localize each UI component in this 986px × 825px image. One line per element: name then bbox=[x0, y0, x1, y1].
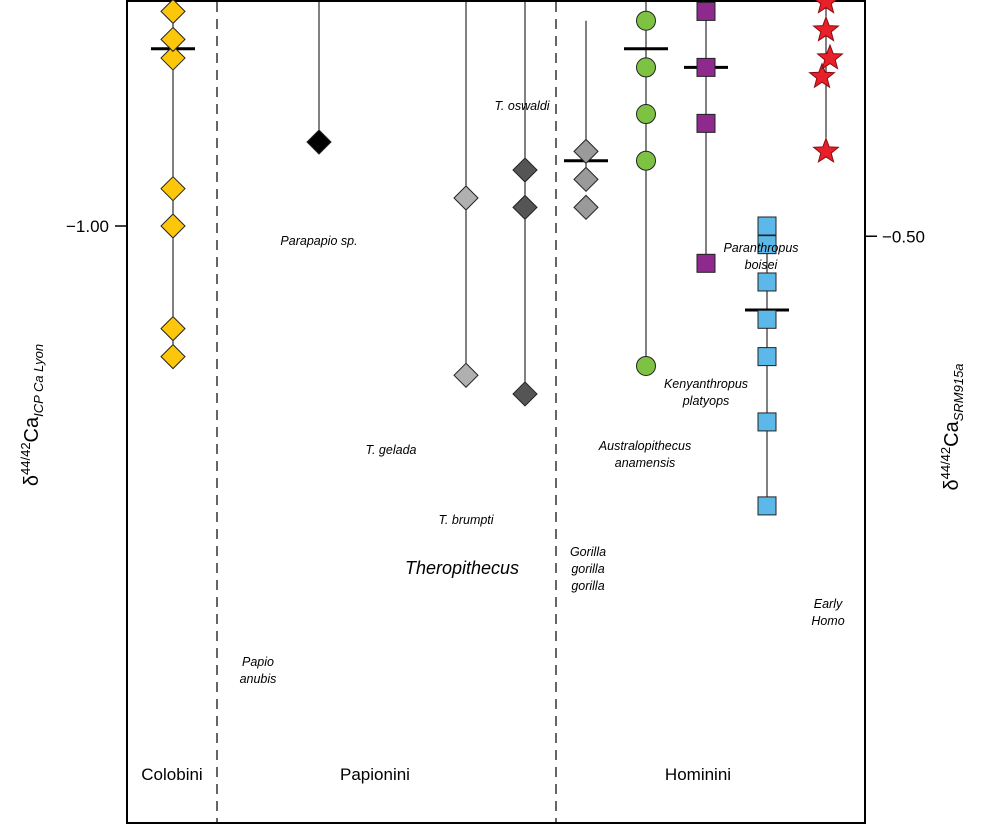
left-axis-title-ca: Ca bbox=[21, 416, 43, 442]
colobini-point bbox=[160, 315, 186, 342]
right-axis-title-sup: 44/42 bbox=[938, 447, 953, 480]
parapapio-sp--point bbox=[306, 129, 332, 155]
text-layer: −1.00−1.50−2.00−0.50−1.00−1.50δ44/42CaIC… bbox=[18, 99, 966, 784]
left-axis-title-delta: δ bbox=[21, 475, 43, 486]
group-label-colobini: Colobini bbox=[141, 765, 202, 784]
early-homo-point bbox=[808, 62, 836, 89]
taxon-label-line: Kenyanthropus bbox=[664, 377, 748, 391]
kenyanthropus-platyops-point bbox=[696, 253, 716, 273]
right-axis-title-sub: SRM915a bbox=[951, 363, 966, 421]
taxon-label-t-brumpti: T. brumpti bbox=[438, 513, 494, 527]
paranthropus-boisei-point bbox=[757, 347, 777, 367]
taxon-label-line: T. oswaldi bbox=[494, 99, 550, 113]
gorilla-gorilla-gorilla-point bbox=[573, 194, 599, 221]
taxon-label-gorilla-gorilla-gorilla: Gorilla gorilla gorilla bbox=[570, 545, 606, 593]
australopithecus-anamensis-point bbox=[636, 57, 656, 78]
taxon-label-t-oswaldi: T. oswaldi bbox=[494, 99, 550, 113]
colobini-point bbox=[160, 45, 186, 71]
kenyanthropus-platyops-point bbox=[696, 113, 716, 133]
left-axis-title-text: δ44/42CaICP Ca Lyon bbox=[18, 344, 46, 486]
t-brumpti-point bbox=[453, 185, 479, 211]
plot-frame bbox=[126, 0, 866, 824]
taxon-label-line: Australopithecus bbox=[598, 439, 691, 453]
group-label-papionini: Papionini bbox=[340, 765, 410, 784]
kenyanthropus-platyops-point bbox=[696, 57, 716, 77]
colobini-point bbox=[160, 0, 186, 25]
taxon-label-line: anamensis bbox=[615, 456, 675, 470]
taxon-label-line: Homo bbox=[811, 614, 844, 628]
right-tick-label: −0.50 bbox=[882, 227, 925, 246]
taxon-label-line: gorilla bbox=[571, 562, 604, 576]
taxon-label-line: Gorilla bbox=[570, 545, 606, 559]
australopithecus-anamensis-point bbox=[636, 355, 656, 376]
australopithecus-anamensis-point bbox=[636, 150, 656, 171]
gorilla-gorilla-gorilla-point bbox=[573, 166, 599, 193]
paranthropus-boisei-point bbox=[757, 496, 777, 516]
paranthropus-boisei-point bbox=[757, 272, 777, 292]
frame-layer bbox=[115, 0, 877, 824]
paranthropus-boisei-point bbox=[757, 309, 777, 329]
left-axis-title-sub: ICP Ca Lyon bbox=[31, 344, 46, 417]
left-tick-label: −1.00 bbox=[66, 217, 109, 236]
taxon-label-paranthropus-boisei: Paranthropus boisei bbox=[723, 241, 798, 272]
right-axis-title-text: δ44/42CaSRM915a bbox=[938, 363, 966, 490]
taxon-label-t-gelada: T. gelada bbox=[366, 443, 417, 457]
colobini-point bbox=[160, 26, 186, 53]
theropithecus-label: Theropithecus bbox=[405, 558, 519, 578]
taxon-label-line: Paranthropus bbox=[723, 241, 798, 255]
right-axis-title: δ44/42CaSRM915a bbox=[938, 363, 966, 490]
taxon-label-australopithecus-anamensis: Australopithecus anamensis bbox=[598, 439, 691, 470]
taxon-label-line: platyops bbox=[682, 394, 730, 408]
kenyanthropus-platyops-point bbox=[696, 1, 716, 21]
gorilla-gorilla-gorilla-point bbox=[573, 138, 599, 165]
right-axis-title-delta: δ bbox=[941, 479, 963, 490]
taxon-label-line: anubis bbox=[240, 672, 277, 686]
australopithecus-anamensis-point bbox=[636, 104, 656, 125]
taxon-label-line: Papio bbox=[242, 655, 274, 669]
taxon-label-papio-anubis: Papio anubis bbox=[240, 655, 277, 686]
taxon-label-line: boisei bbox=[745, 258, 779, 272]
taxon-label-kenyanthropus-platyops: Kenyanthropus platyops bbox=[664, 377, 748, 408]
taxon-label-line: T. gelada bbox=[366, 443, 417, 457]
colobini-point bbox=[160, 213, 186, 239]
taxon-label-line: T. brumpti bbox=[438, 513, 494, 527]
taxon-label-line: gorilla bbox=[571, 579, 604, 593]
early-homo-point bbox=[816, 43, 844, 70]
t-oswaldi-point bbox=[512, 157, 538, 183]
early-homo-point bbox=[812, 136, 840, 164]
australopithecus-anamensis-point bbox=[636, 10, 656, 31]
paranthropus-boisei-point bbox=[757, 412, 777, 432]
t-brumpti-point bbox=[453, 362, 479, 388]
left-axis-title-sup: 44/42 bbox=[18, 442, 33, 475]
left-axis-title: δ44/42CaICP Ca Lyon bbox=[18, 344, 46, 486]
t-oswaldi-point bbox=[512, 194, 538, 221]
t-oswaldi-point bbox=[512, 381, 538, 407]
group-label-hominini: Hominini bbox=[665, 765, 731, 784]
colobini-point bbox=[160, 175, 186, 202]
taxon-label-line: Parapapio sp. bbox=[280, 234, 357, 248]
paranthropus-boisei-point bbox=[757, 216, 777, 236]
right-axis-title-ca: Ca bbox=[941, 420, 963, 446]
paranthropus-boisei-point bbox=[757, 235, 777, 255]
early-homo-point bbox=[812, 15, 840, 42]
colobini-point bbox=[160, 343, 186, 370]
early-homo-point bbox=[815, 0, 837, 14]
taxon-label-parapapio-sp-: Parapapio sp. bbox=[280, 234, 357, 248]
points-layer bbox=[160, 0, 844, 516]
taxon-label-line: Early bbox=[814, 597, 843, 611]
